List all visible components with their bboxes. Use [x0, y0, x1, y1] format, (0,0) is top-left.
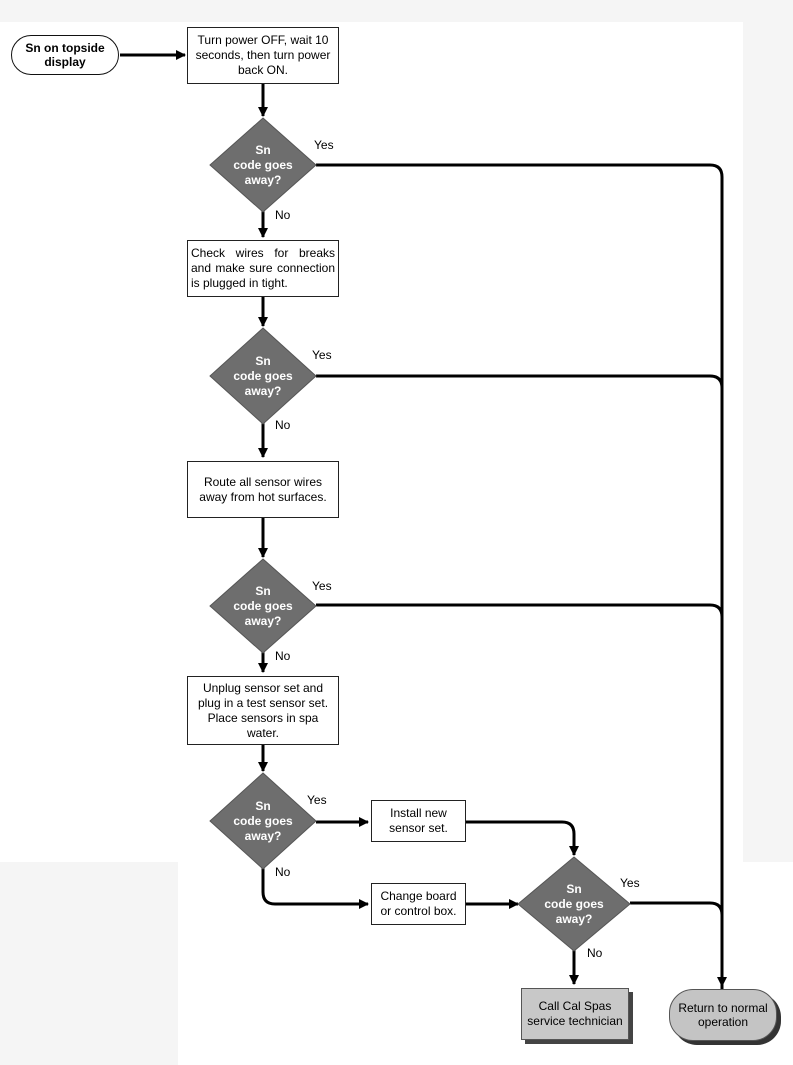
step-check-wires: Check wires for breaks and make sure con…	[187, 240, 339, 297]
no-label-2: No	[275, 418, 291, 432]
background-panel-top	[0, 0, 793, 22]
yes-label-5: Yes	[620, 876, 640, 890]
decision-2-line3: away?	[244, 384, 282, 398]
step-check-wires-text: Check wires for breaks and make sure con…	[191, 246, 335, 290]
connector-d5-yes	[630, 901, 724, 916]
decision-1-line2: code goes	[233, 158, 293, 172]
decision-2-line1: Sn	[255, 354, 271, 368]
yes-label-4: Yes	[307, 793, 327, 807]
decision-3-line3: away?	[244, 614, 282, 628]
end-return-normal: Return to normal operation	[669, 989, 777, 1041]
end-return-text: Return to normal operation	[678, 1001, 768, 1029]
decision-3-line2: code goes	[233, 599, 293, 613]
step-power-cycle-text: Turn power OFF, wait 10 seconds, then tu…	[195, 33, 331, 77]
background-panel-right	[743, 0, 793, 862]
decision-diamond-1	[209, 117, 317, 213]
decision-5-line1: Sn	[566, 882, 582, 896]
decision-diamond-5	[517, 856, 631, 952]
connector-install-to-d5	[466, 820, 579, 856]
decision-5-line2: code goes	[544, 897, 604, 911]
decision-label-4: Sn code goes away?	[223, 799, 303, 844]
connector-d3-yes	[316, 603, 724, 618]
step-route-wires-text: Route all sensor wires away from hot sur…	[199, 474, 327, 504]
step-change-board-text: Change board or control box.	[380, 889, 457, 918]
decision-diamond-3	[209, 558, 317, 654]
connector-d2-yes	[316, 374, 724, 389]
decision-diamond-4	[209, 772, 317, 870]
step-power-cycle: Turn power OFF, wait 10 seconds, then tu…	[187, 27, 339, 84]
step-route-wires: Route all sensor wires away from hot sur…	[187, 461, 339, 518]
step-install-new-text: Install new sensor set.	[389, 806, 448, 835]
decision-5-line3: away?	[555, 912, 593, 926]
step-test-sensor-text: Unplug sensor set and plug in a test sen…	[197, 680, 329, 740]
no-label-4: No	[275, 865, 291, 879]
decision-2-line2: code goes	[233, 369, 293, 383]
connector-d1-yes	[316, 163, 724, 990]
step-test-sensor: Unplug sensor set and plug in a test sen…	[187, 676, 339, 745]
decision-1-line1: Sn	[255, 143, 271, 157]
end-call-technician: Call Cal Spas service technician	[521, 988, 629, 1040]
no-label-3: No	[275, 649, 291, 663]
decision-1-line3: away?	[244, 173, 282, 187]
yes-label-3: Yes	[312, 579, 332, 593]
background-panel-left	[0, 862, 178, 1065]
no-label-1: No	[275, 208, 291, 222]
end-call-text: Call Cal Spas service technician	[527, 999, 623, 1028]
connector-d4-no	[261, 868, 369, 909]
decision-diamond-2	[209, 327, 317, 425]
no-label-5: No	[587, 946, 603, 960]
yes-label-1: Yes	[314, 138, 334, 152]
step-change-board: Change board or control box.	[371, 883, 466, 925]
decision-label-1: Sn code goes away?	[223, 143, 303, 188]
step-install-new-sensor: Install new sensor set.	[371, 800, 466, 842]
decision-label-2: Sn code goes away?	[223, 354, 303, 399]
decision-3-line1: Sn	[255, 584, 271, 598]
decision-4-line2: code goes	[233, 814, 293, 828]
decision-label-3: Sn code goes away?	[223, 584, 303, 629]
decision-4-line3: away?	[244, 829, 282, 843]
yes-label-2: Yes	[312, 348, 332, 362]
start-label: Sn on topside display	[25, 41, 105, 69]
start-node: Sn on topside display	[11, 35, 119, 75]
decision-label-5: Sn code goes away?	[534, 882, 614, 927]
decision-4-line1: Sn	[255, 799, 271, 813]
